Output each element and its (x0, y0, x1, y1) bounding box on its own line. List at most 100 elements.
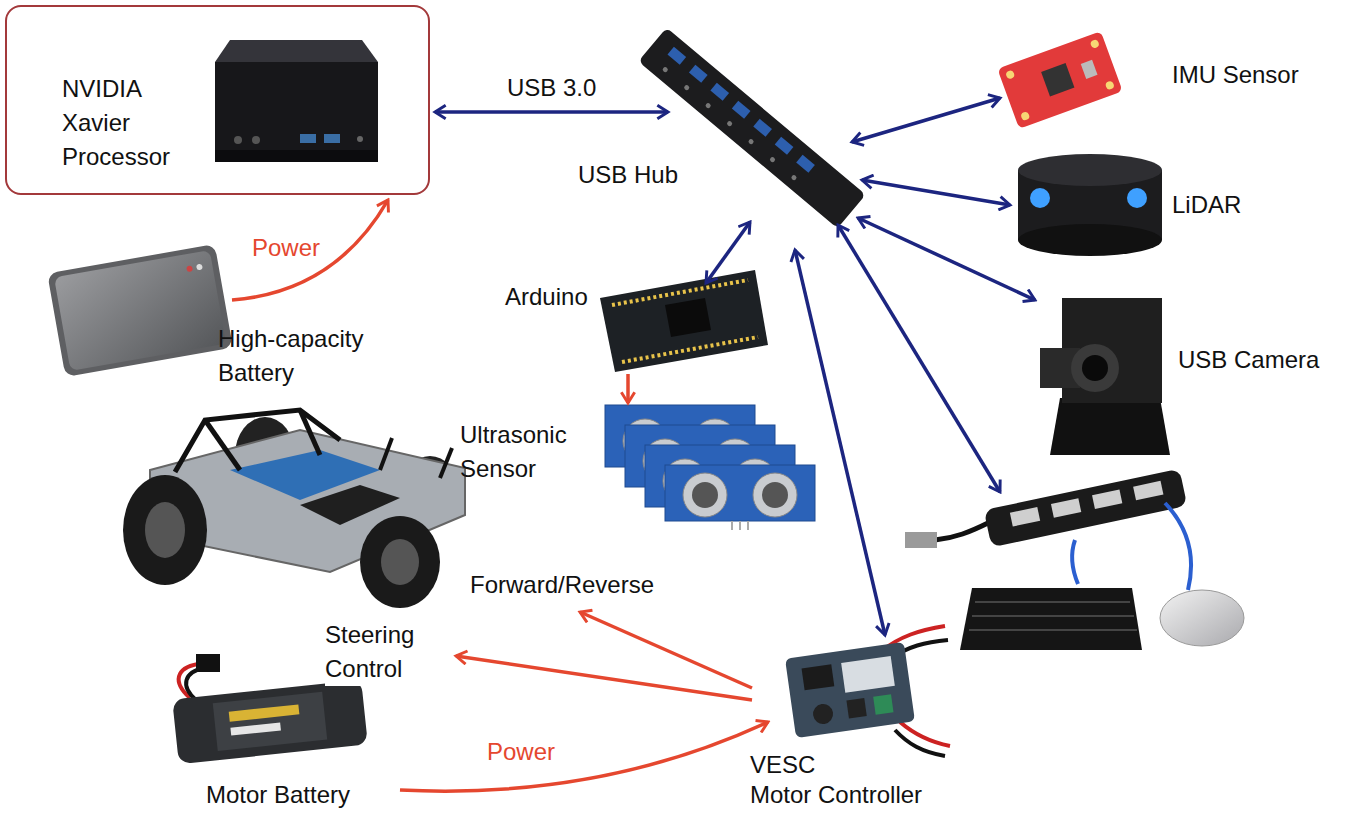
component-label: Forward/Reverse (470, 570, 654, 600)
ultrasonic-sensor-picture (762, 482, 788, 508)
usb-hub-picture (705, 102, 712, 109)
imu-component: IMU Sensor (980, 38, 1340, 122)
motor-battery-component: Motor Battery (155, 648, 395, 814)
usb-camera-picture (1040, 298, 1170, 455)
usb-hub-picture (775, 137, 794, 155)
small-usb-hub-picture (984, 469, 1188, 548)
motor-battery-picture (172, 680, 368, 765)
xavier-computer-picture (215, 40, 378, 162)
imu-board-picture (1090, 39, 1100, 49)
motor-battery-picture (196, 654, 220, 672)
arduino-board-picture (665, 298, 711, 337)
usb-hub-picture (726, 120, 733, 127)
vesc-controller-picture (785, 642, 915, 738)
hub-to-small-hub-arrow (838, 225, 1000, 492)
usb-camera-picture (1082, 355, 1108, 381)
steering-output: Steering Control (320, 614, 458, 690)
keyboard-mouse-picture (1160, 590, 1244, 646)
component-label: IMU Sensor (1172, 60, 1299, 90)
arduino-component: Arduino (500, 266, 780, 388)
usb-hub-picture (638, 28, 865, 229)
rc-car-picture (381, 539, 419, 585)
edge-label: Power (485, 738, 557, 766)
rc-car-picture (123, 410, 465, 608)
rc-car-picture (175, 410, 340, 472)
component-label: Motor Controller (750, 780, 922, 810)
lidar-picture (1018, 224, 1162, 256)
imu-board-picture (1081, 60, 1098, 79)
rc-car-picture (205, 420, 240, 470)
motor-battery-picture (229, 704, 300, 721)
rc-car-picture (145, 502, 185, 558)
component-label: USB Camera (1178, 345, 1319, 375)
ultrasonic-sensor-picture (739, 521, 741, 530)
usb-camera-picture (1071, 344, 1119, 392)
imu-board-picture (1041, 63, 1074, 96)
battery-component: High-capacity Battery (45, 235, 420, 397)
ultrasonic-sensor-picture (692, 482, 718, 508)
vesc-controller-picture (846, 698, 866, 718)
usb-hub-picture (748, 138, 755, 145)
power-arrow (400, 722, 768, 791)
rc-car-picture (360, 516, 440, 608)
keyboard-mouse-picture (960, 503, 1244, 650)
usb-hub-picture (710, 83, 729, 101)
small-usb-hub-picture (1010, 507, 1040, 527)
ultrasonic-component: Ultrasonic Sensor (455, 392, 820, 532)
battery-pack-picture (196, 264, 203, 271)
motor-battery-picture (230, 722, 281, 735)
battery-pack-picture (186, 265, 193, 272)
small-usb-hub-picture (1133, 481, 1163, 501)
usb-hub-picture (796, 155, 815, 173)
usb-link (435, 110, 668, 114)
motor-battery-picture (213, 692, 327, 751)
xavier-computer-picture (324, 134, 340, 143)
edge-label: USB 3.0 (505, 74, 598, 102)
imu-board-picture (997, 31, 1122, 129)
vesc-controller-picture (802, 664, 835, 690)
ultrasonic-sensor-picture (665, 465, 815, 521)
vesc-controller-picture (785, 626, 950, 756)
battery-pack-picture (47, 244, 233, 377)
motor-battery-picture (186, 668, 204, 700)
component-label: LiDAR (1172, 190, 1241, 220)
imu-board-picture (1020, 111, 1030, 121)
small-usb-hub-picture (905, 532, 937, 548)
component-label: NVIDIA Xavier Processor (62, 72, 187, 174)
xavier-computer-picture (357, 136, 363, 142)
vesc-controller-picture (785, 642, 915, 738)
small-usb-hub-picture (1092, 490, 1122, 510)
usb-hub-picture (732, 101, 751, 119)
rc-car-picture (123, 475, 207, 585)
arduino-board-picture (622, 337, 758, 362)
keyboard-mouse-picture (972, 615, 1134, 617)
xavier-computer-picture (234, 136, 242, 144)
small-usb-hub-picture (935, 522, 990, 540)
xavier-computer-picture (215, 150, 378, 162)
component-label: Steering Control (325, 618, 450, 686)
usb-hub-component: USB Hub (575, 38, 865, 223)
xavier-computer-picture (215, 40, 378, 62)
usb-link (706, 222, 750, 283)
usb-hub-picture (638, 28, 865, 229)
usb-link (858, 218, 1035, 300)
usb-hub-picture (769, 156, 776, 163)
battery-pack-picture (54, 250, 226, 371)
imu-board-picture (1005, 70, 1015, 80)
xavier-computer-picture (252, 136, 260, 144)
ultrasonic-sensor-picture (753, 473, 797, 517)
rc-car-picture (380, 438, 392, 470)
keyboard-mouse-picture (1072, 540, 1078, 584)
arduino-board-picture (600, 270, 768, 372)
ultrasonic-sensor-picture (731, 521, 733, 530)
rc-car-picture (300, 485, 400, 525)
keyboard-mouse-picture (1165, 503, 1191, 590)
lidar-picture (1030, 188, 1050, 208)
camera-component: USB Camera (1035, 285, 1345, 465)
usb-hub-picture (683, 84, 690, 91)
vesc-controller-picture (873, 694, 893, 714)
arduino-board-picture (600, 270, 768, 372)
vesc-component: VESCMotor Controller (745, 620, 995, 816)
